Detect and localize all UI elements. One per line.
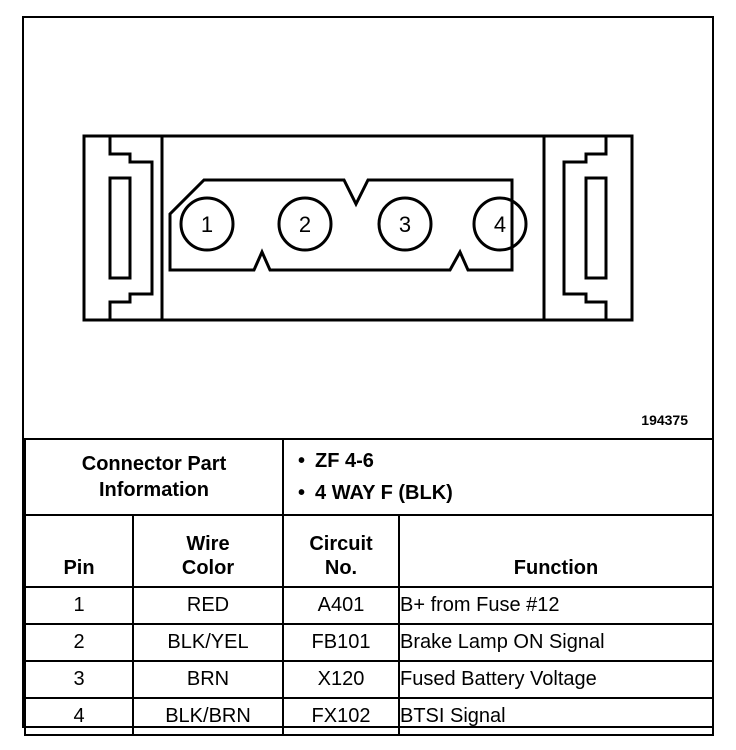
function-cell: Fused Battery Voltage xyxy=(398,660,714,699)
connector-frame: 1 2 3 4 194375 Connector Part Informatio… xyxy=(22,16,714,736)
part-info-values: ZF 4-6 4 WAY F (BLK) xyxy=(282,438,714,516)
pin-3: 3 xyxy=(377,196,433,252)
part-info-item: ZF 4-6 xyxy=(298,445,712,477)
wire-cell: BLK/YEL xyxy=(132,623,284,662)
part-info-row: Connector Part Information ZF 4-6 4 WAY … xyxy=(24,438,714,516)
pin-2-label: 2 xyxy=(299,212,311,237)
function-cell: B+ from Fuse #12 xyxy=(398,586,714,625)
circuit-cell: A401 xyxy=(282,586,400,625)
circuit-cell: X120 xyxy=(282,660,400,699)
table-row: 3 BRN X120 Fused Battery Voltage xyxy=(24,660,714,699)
pin-4: 4 xyxy=(472,196,528,252)
pin-1: 1 xyxy=(179,196,235,252)
wire-cell: BLK/BRN xyxy=(132,697,284,736)
circuit-cell: FX102 xyxy=(282,697,400,736)
pin-cell: 4 xyxy=(24,697,134,736)
circuit-cell: FB101 xyxy=(282,623,400,662)
connector-info-table: Connector Part Information ZF 4-6 4 WAY … xyxy=(24,438,714,736)
pin-cavity xyxy=(168,178,514,272)
part-info-label-line1: Connector Part xyxy=(81,453,227,475)
connector-diagram: 1 2 3 4 xyxy=(82,134,634,322)
pin-cell: 1 xyxy=(24,586,134,625)
wire-cell: RED xyxy=(132,586,284,625)
pin-cell: 2 xyxy=(24,623,134,662)
pin-2: 2 xyxy=(277,196,333,252)
pin-4-label: 4 xyxy=(494,212,506,237)
part-info-label: Connector Part Information xyxy=(24,438,284,516)
table-row: 1 RED A401 B+ from Fuse #12 xyxy=(24,586,714,625)
pin-cell: 3 xyxy=(24,660,134,699)
wire-cell: BRN xyxy=(132,660,284,699)
table-row: 2 BLK/YEL FB101 Brake Lamp ON Signal xyxy=(24,623,714,662)
right-latch xyxy=(542,136,608,320)
col-pin-header: Pin xyxy=(24,514,134,588)
pin-3-label: 3 xyxy=(399,212,411,237)
left-latch xyxy=(108,136,164,320)
part-info-item: 4 WAY F (BLK) xyxy=(298,477,712,509)
function-cell: BTSI Signal xyxy=(398,697,714,736)
pin-1-label: 1 xyxy=(201,212,213,237)
connector-body xyxy=(82,134,634,322)
table-row: 4 BLK/BRN FX102 BTSI Signal xyxy=(24,697,714,736)
part-info-label-line2: Information xyxy=(99,479,209,501)
figure-id: 194375 xyxy=(641,412,688,428)
function-cell: Brake Lamp ON Signal xyxy=(398,623,714,662)
col-function-header: Function xyxy=(398,514,714,588)
